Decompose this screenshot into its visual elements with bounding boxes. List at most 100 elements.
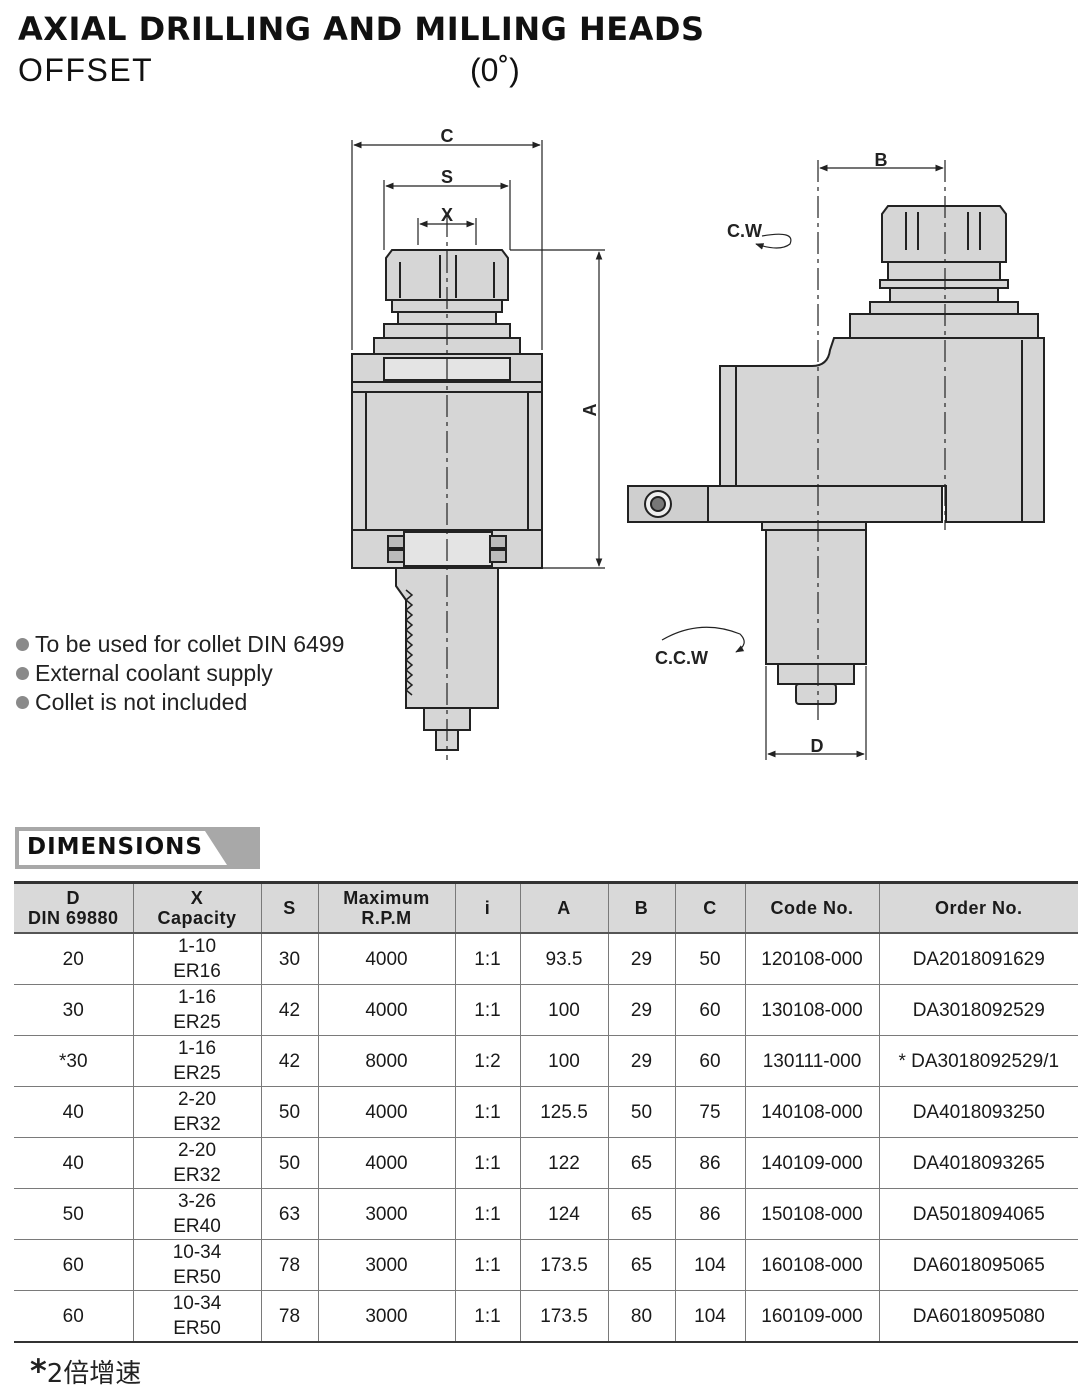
cell-b: 65 bbox=[607, 1137, 675, 1189]
cell-order: DA6018095080 bbox=[878, 1290, 1078, 1343]
cell-b: 65 bbox=[607, 1188, 675, 1240]
cell-a: 124 bbox=[519, 1188, 608, 1240]
cell-order: DA3018092529 bbox=[878, 984, 1078, 1036]
side-dimensions bbox=[661, 164, 944, 760]
note-item: To be used for collet DIN 6499 bbox=[16, 630, 344, 659]
side-view bbox=[627, 205, 1045, 705]
rotation-label-cw: C.W bbox=[727, 221, 762, 241]
cell-rpm: 8000 bbox=[317, 1035, 455, 1087]
cell-s: 30 bbox=[260, 933, 318, 985]
cell-i: 1:1 bbox=[454, 1188, 520, 1240]
cell-i: 1:2 bbox=[454, 1035, 520, 1087]
cell-d: *30 bbox=[14, 1035, 133, 1087]
cell-code: 120108-000 bbox=[744, 933, 879, 985]
cell-order: DA4018093250 bbox=[878, 1086, 1078, 1138]
cell-rpm: 3000 bbox=[317, 1188, 455, 1240]
cell-s: 50 bbox=[260, 1086, 318, 1138]
star-icon: * bbox=[30, 1352, 47, 1390]
dim-label-s: S bbox=[441, 167, 453, 187]
cell-c: 60 bbox=[674, 1035, 745, 1087]
cell-b: 29 bbox=[607, 933, 675, 985]
cell-a: 173.5 bbox=[519, 1239, 608, 1291]
dim-label-a: A bbox=[580, 404, 600, 417]
page-subtitle: OFFSET bbox=[18, 52, 154, 88]
side-collet-nut bbox=[881, 205, 1007, 263]
cell-order: * DA3018092529/1 bbox=[878, 1035, 1078, 1087]
cell-d: 40 bbox=[14, 1137, 133, 1189]
cw-arrow-icon bbox=[755, 233, 792, 250]
cell-code: 160108-000 bbox=[744, 1239, 879, 1291]
cell-a: 122 bbox=[519, 1137, 608, 1189]
cell-s: 42 bbox=[260, 1035, 318, 1087]
feature-notes: To be used for collet DIN 6499 External … bbox=[16, 630, 344, 717]
cell-order: DA4018093265 bbox=[878, 1137, 1078, 1189]
cell-s: 50 bbox=[260, 1137, 318, 1189]
col-header-i: i bbox=[454, 881, 520, 934]
cell-s: 78 bbox=[260, 1290, 318, 1343]
cell-rpm: 3000 bbox=[317, 1239, 455, 1291]
cell-code: 150108-000 bbox=[744, 1188, 879, 1240]
ccw-arrow-icon bbox=[661, 626, 745, 653]
side-housing bbox=[719, 337, 1045, 523]
cell-b: 50 bbox=[607, 1086, 675, 1138]
cell-b: 29 bbox=[607, 984, 675, 1036]
col-header-b: B bbox=[607, 881, 675, 934]
cell-i: 1:1 bbox=[454, 1290, 520, 1343]
cell-a: 125.5 bbox=[519, 1086, 608, 1138]
dim-label-x: X bbox=[441, 205, 453, 225]
cell-rpm: 4000 bbox=[317, 1086, 455, 1138]
note-item: Collet is not included bbox=[16, 688, 344, 717]
cell-d: 40 bbox=[14, 1086, 133, 1138]
bullet-icon bbox=[16, 638, 29, 651]
cell-order: DA5018094065 bbox=[878, 1188, 1078, 1240]
side-shank bbox=[765, 529, 867, 665]
cell-rpm: 4000 bbox=[317, 1137, 455, 1189]
cell-rpm: 4000 bbox=[317, 984, 455, 1036]
dim-label-c: C bbox=[441, 126, 454, 146]
collet-nut bbox=[385, 249, 509, 301]
note-item: External coolant supply bbox=[16, 659, 344, 688]
cell-i: 1:1 bbox=[454, 1086, 520, 1138]
page-title: AXIAL DRILLING AND MILLING HEADS bbox=[18, 10, 705, 48]
cell-a: 173.5 bbox=[519, 1290, 608, 1343]
cell-order: DA2018091629 bbox=[878, 933, 1078, 985]
col-header-code: Code No. bbox=[744, 881, 879, 934]
cell-i: 1:1 bbox=[454, 1239, 520, 1291]
dim-label-b: B bbox=[875, 150, 888, 170]
cell-code: 140109-000 bbox=[744, 1137, 879, 1189]
cell-d: 30 bbox=[14, 984, 133, 1036]
bullet-icon bbox=[16, 696, 29, 709]
cell-a: 100 bbox=[519, 1035, 608, 1087]
cell-d: 50 bbox=[14, 1188, 133, 1240]
cell-c: 60 bbox=[674, 984, 745, 1036]
cell-d: 60 bbox=[14, 1239, 133, 1291]
cell-a: 93.5 bbox=[519, 933, 608, 985]
cell-s: 42 bbox=[260, 984, 318, 1036]
cell-c: 86 bbox=[674, 1137, 745, 1189]
cell-c: 86 bbox=[674, 1188, 745, 1240]
col-header-a: A bbox=[519, 881, 608, 934]
cell-i: 1:1 bbox=[454, 984, 520, 1036]
cell-s: 78 bbox=[260, 1239, 318, 1291]
cell-c: 75 bbox=[674, 1086, 745, 1138]
cell-code: 160109-000 bbox=[744, 1290, 879, 1343]
technical-drawing: C S X A B bbox=[351, 126, 1045, 760]
